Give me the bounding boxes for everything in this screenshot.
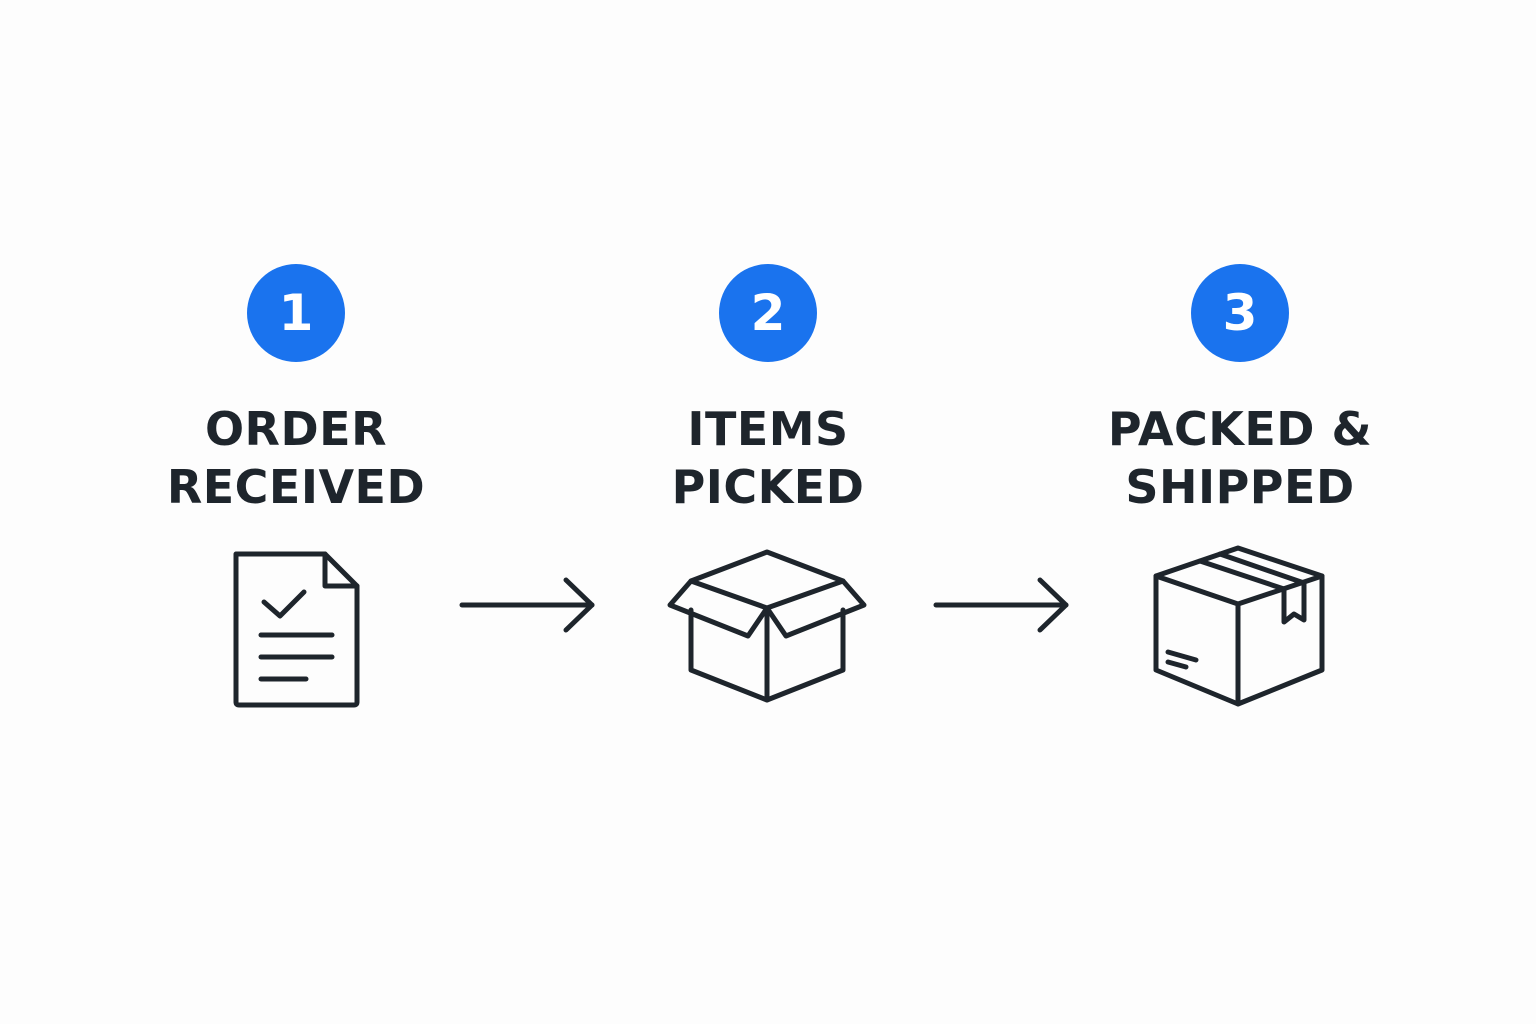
step-title: ITEMS PICKED [672, 400, 865, 516]
step-order-received: 1 ORDER RECEIVED [136, 264, 456, 516]
sealed-package-icon [1153, 545, 1325, 707]
step-title-line1: PACKED & [1107, 402, 1373, 456]
open-box-icon [667, 549, 867, 703]
step-title-line1: ITEMS [687, 402, 849, 456]
step-title: PACKED & SHIPPED [1108, 400, 1372, 516]
step-title: ORDER RECEIVED [167, 400, 425, 516]
step-items-picked: 2 ITEMS PICKED [608, 264, 928, 516]
step-packed-shipped: 3 PACKED & SHIPPED [1080, 264, 1400, 516]
arrow-right-icon [933, 577, 1069, 633]
step-number-badge: 1 [247, 264, 345, 362]
step-number-badge: 3 [1191, 264, 1289, 362]
step-title-line1: ORDER [204, 402, 388, 456]
step-title-line2: RECEIVED [166, 460, 426, 514]
step-number-badge: 2 [719, 264, 817, 362]
step-title-line2: SHIPPED [1125, 460, 1355, 514]
arrow-right-icon [459, 577, 595, 633]
checklist-document-icon [233, 551, 360, 708]
step-title-line2: PICKED [671, 460, 865, 514]
